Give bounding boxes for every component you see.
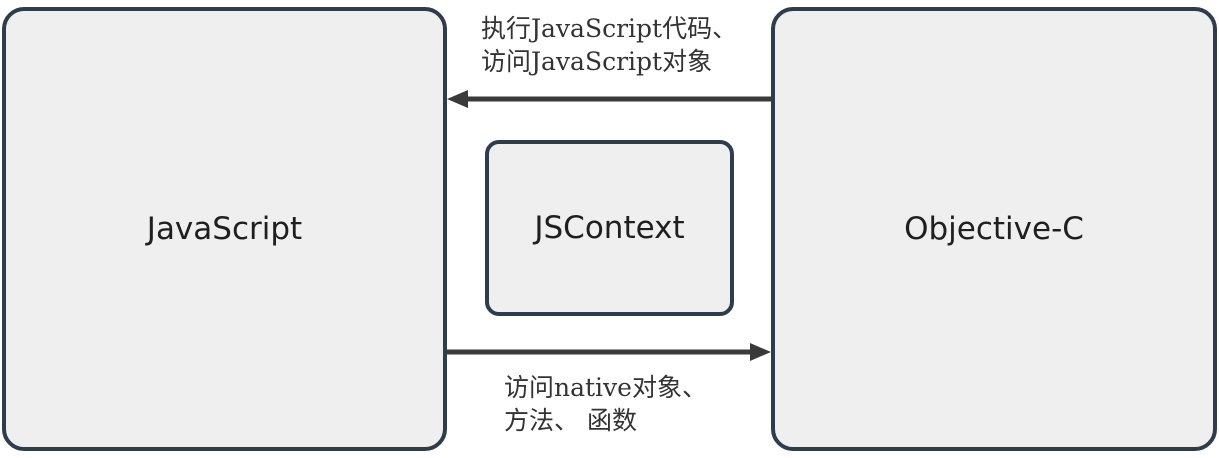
jscontext-label: JSContext <box>534 210 685 246</box>
arrow-js-to-objc <box>446 343 771 361</box>
jscontext-node: JSContext <box>485 140 734 316</box>
objc-to-js-label-line-1: 执行JavaScript代码、 <box>481 14 738 43</box>
js-to-objc-label-line-2: 方法、 函数 <box>504 406 637 435</box>
js-to-objc-label-line-1: 访问native对象、 <box>504 373 707 402</box>
arrow-js-to-objc-head <box>750 343 771 361</box>
objective-c-label: Objective-C <box>904 211 1084 247</box>
objective-c-node: Objective-C <box>771 7 1217 451</box>
objc-to-js-label-line-2: 访问JavaScript对象 <box>481 47 713 76</box>
objc-to-js-edge-label: 执行JavaScript代码、 访问JavaScript对象 <box>481 12 737 78</box>
javascript-label: JavaScript <box>146 211 303 247</box>
javascript-node: JavaScript <box>2 7 447 451</box>
arrow-objc-to-js-head <box>447 90 468 108</box>
js-to-objc-edge-label: 访问native对象、 方法、 函数 <box>504 371 707 437</box>
arrow-objc-to-js <box>447 90 771 108</box>
